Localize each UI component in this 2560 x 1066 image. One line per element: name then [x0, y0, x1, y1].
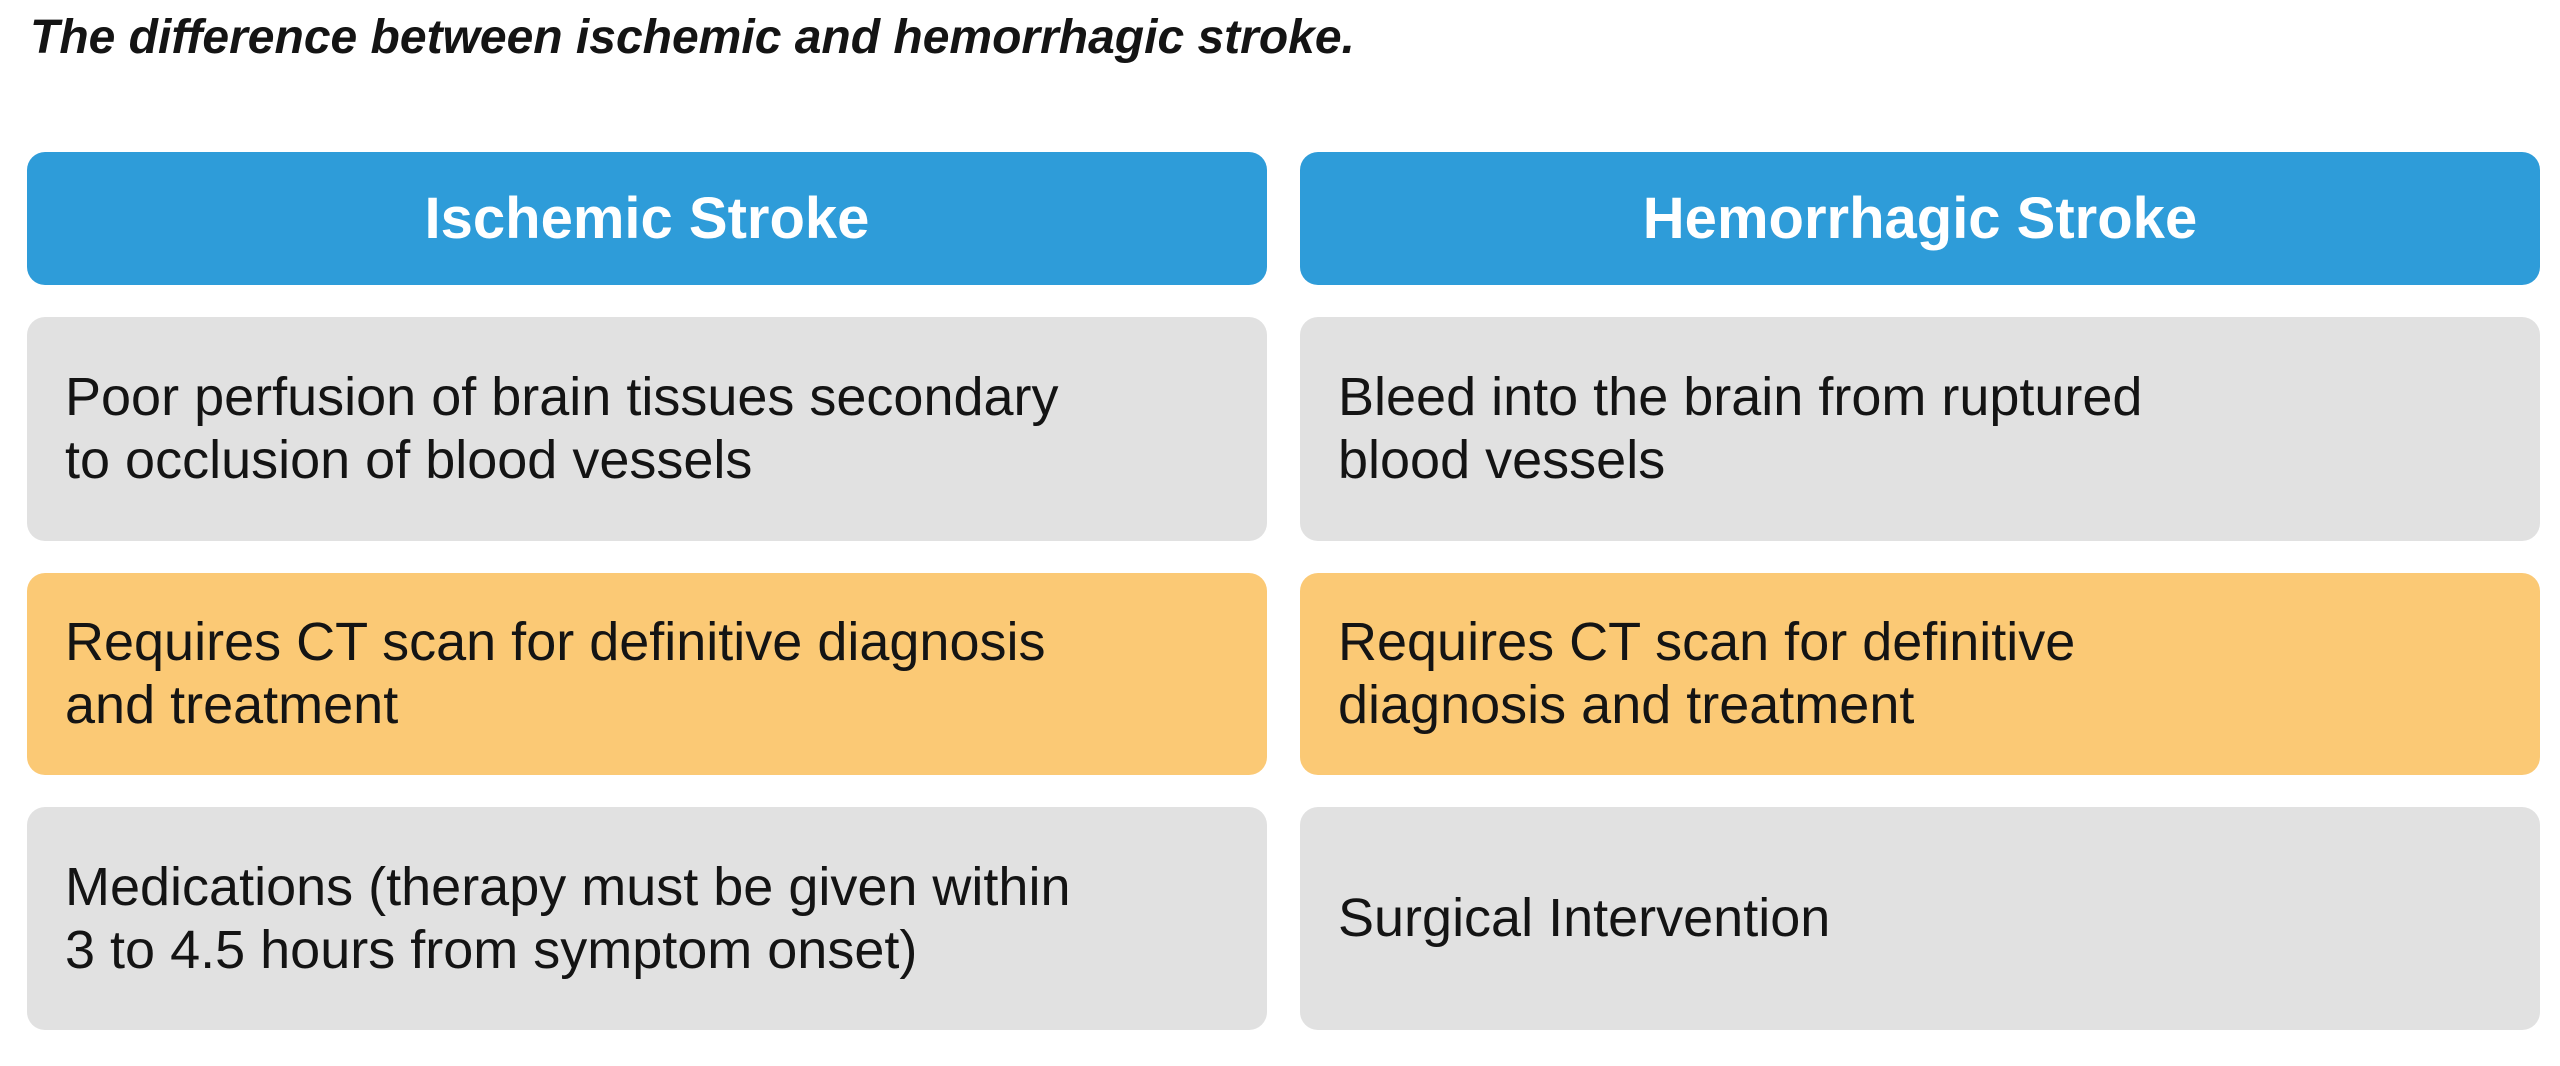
cell-hemorrhagic-diagnosis: Requires CT scan for definitive diagnosi…: [1300, 573, 2540, 775]
cell-hemorrhagic-cause: Bleed into the brain from ruptured blood…: [1300, 317, 2540, 541]
cell-hemorrhagic-treatment: Surgical Intervention: [1300, 807, 2540, 1030]
cell-ischemic-treatment: Medications (therapy must be given withi…: [27, 807, 1267, 1030]
comparison-table: Ischemic Stroke Poor perfusion of brain …: [27, 152, 2540, 1030]
cell-ischemic-cause: Poor perfusion of brain tissues secondar…: [27, 317, 1267, 541]
column-header-ischemic: Ischemic Stroke: [27, 152, 1267, 285]
page-title: The difference between ischemic and hemo…: [30, 11, 1355, 64]
column-header-hemorrhagic: Hemorrhagic Stroke: [1300, 152, 2540, 285]
cell-ischemic-diagnosis: Requires CT scan for definitive diagnosi…: [27, 573, 1267, 775]
